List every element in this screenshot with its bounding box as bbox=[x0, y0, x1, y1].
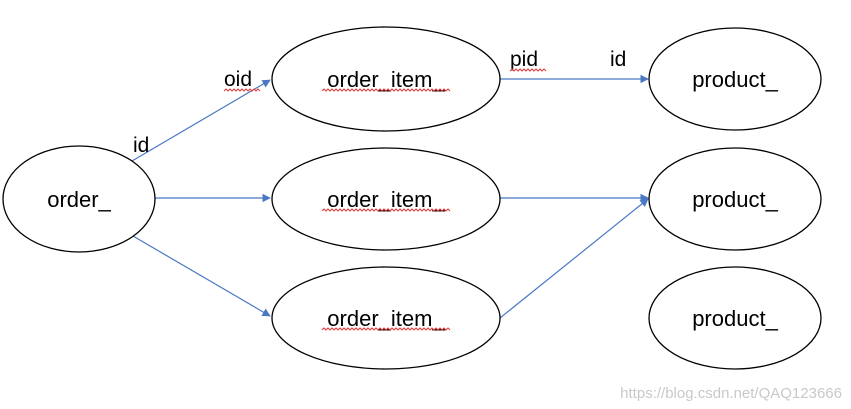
node-product-3: product_ bbox=[648, 266, 822, 370]
watermark-text: https://blog.csdn.net/QAQ123666 bbox=[620, 385, 842, 402]
node-order-label: order_ bbox=[47, 187, 111, 212]
node-product-1: product_ bbox=[648, 27, 822, 131]
spellcheck-underline bbox=[321, 327, 451, 331]
edge-label-item-pid: pid bbox=[510, 48, 538, 71]
node-product-3-label: product_ bbox=[692, 306, 778, 331]
node-order-item-2-label: order_item_ bbox=[327, 187, 445, 212]
node-order-item-3-label: order_item_ bbox=[327, 306, 445, 331]
edge-label-item-oid: oid bbox=[224, 68, 252, 91]
edge-label-product-id: id bbox=[610, 48, 626, 71]
node-product-2: product_ bbox=[648, 147, 822, 251]
spellcheck-underline bbox=[223, 88, 261, 92]
spellcheck-underline bbox=[321, 88, 451, 92]
node-product-1-label: product_ bbox=[692, 67, 778, 92]
edge-order-to-item-3 bbox=[132, 235, 271, 317]
node-order-item-1-label: order_item_ bbox=[327, 67, 445, 92]
edge-item-3-to-product-2 bbox=[499, 198, 649, 319]
node-order-item-2: order_item_ bbox=[271, 147, 501, 251]
spellcheck-underline bbox=[321, 208, 451, 212]
edge-order-to-item-1 bbox=[131, 79, 271, 162]
node-product-2-label: product_ bbox=[692, 187, 778, 212]
edge-label-order-id: id bbox=[133, 134, 149, 157]
node-order-item-1: order_item_ bbox=[271, 26, 501, 132]
spellcheck-underline bbox=[509, 68, 547, 72]
node-order-item-3: order_item_ bbox=[271, 266, 501, 370]
node-order: order_ bbox=[2, 145, 156, 253]
